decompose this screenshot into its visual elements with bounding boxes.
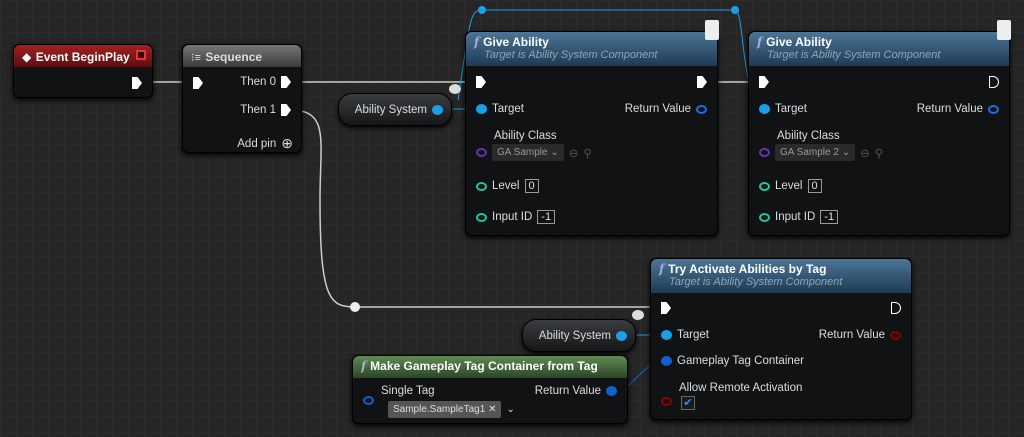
node-title: Give Ability (483, 35, 549, 49)
delegate-pin-icon[interactable] (136, 50, 146, 60)
use-selected-icon[interactable]: ⊖ (860, 147, 870, 160)
return-label: Return Value (916, 103, 983, 115)
server-icon (997, 20, 1011, 40)
allow-remote-label: Allow Remote Activation (679, 382, 803, 394)
node-title: Give Ability (766, 35, 832, 49)
node-title: Try Activate Abilities by Tag (668, 262, 827, 276)
add-pin-label: Add pin (237, 137, 277, 150)
sequence-icon: ⁝≡ (191, 52, 201, 64)
single-tag-label: Single Tag (381, 385, 435, 397)
ability-class-value: GA Sample 2 (780, 147, 839, 158)
exec-in-pin[interactable] (193, 77, 203, 89)
ability-system-variable[interactable]: Ability System (522, 319, 636, 352)
function-icon: f (361, 359, 367, 373)
event-diamond-icon: ◆ (22, 50, 32, 64)
ability-class-label: Ability Class (494, 130, 557, 142)
target-pin[interactable] (759, 104, 770, 114)
target-pin[interactable] (661, 330, 672, 340)
object-out-pin[interactable] (616, 330, 627, 341)
add-pin-button[interactable]: Add pin ⊕ (237, 135, 293, 152)
chevron-down-icon[interactable]: ⌄ (506, 404, 515, 415)
return-label: Return Value (818, 329, 885, 341)
target-label: Target (677, 329, 709, 341)
function-icon: f (474, 35, 480, 49)
ability-class-pin[interactable] (759, 148, 770, 157)
input-id-pin[interactable] (759, 212, 770, 222)
variable-label: Ability System (354, 103, 427, 116)
node-title: Sequence (205, 50, 263, 64)
sequence-node[interactable]: ⁝≡ Sequence Then 0 Then 1 Add pin ⊕ (182, 44, 302, 153)
exec-in-pin[interactable] (661, 302, 671, 314)
browse-search-icon[interactable]: ⚲ (874, 147, 884, 160)
node-subtitle: Target is Ability System Component (484, 49, 658, 61)
exec-out-pin[interactable] (891, 302, 901, 314)
level-label: Level (775, 180, 803, 192)
input-id-label: Input ID (775, 211, 816, 223)
ability-class-value: GA Sample (497, 147, 548, 158)
exec-in-pin[interactable] (476, 76, 486, 88)
clear-x-icon[interactable]: ✕ (488, 404, 497, 415)
level-pin[interactable] (759, 181, 770, 191)
input-id-pin[interactable] (476, 212, 487, 222)
ability-class-dropdown[interactable]: GA Sample 2 ⌄ (775, 144, 856, 161)
target-label: Target (492, 103, 524, 115)
browse-search-icon[interactable]: ⚲ (583, 147, 592, 160)
node-subtitle: Target is Ability System Component (669, 276, 843, 288)
exec-out-pin[interactable] (697, 76, 707, 88)
then0-pin[interactable] (281, 76, 291, 88)
target-label: Target (775, 103, 807, 115)
then0-label: Then 0 (240, 76, 276, 88)
exec-out-pin[interactable] (989, 76, 999, 88)
level-input[interactable]: 0 (807, 179, 822, 193)
ability-class-label: Ability Class (777, 130, 840, 142)
tag-container-label: Gameplay Tag Container (677, 355, 804, 367)
exec-out-pin[interactable] (132, 77, 142, 89)
ability-class-pin[interactable] (476, 148, 487, 157)
node-subtitle: Target is Ability System Component (767, 49, 941, 61)
tag-container-pin[interactable] (661, 356, 672, 366)
return-pin[interactable] (890, 330, 901, 340)
input-id-input[interactable]: -1 (537, 210, 556, 224)
server-icon (705, 20, 719, 40)
variable-label: Ability System (538, 329, 611, 342)
event-beginplay-node[interactable]: ◆ Event BeginPlay (13, 44, 153, 98)
return-label: Return Value (624, 103, 691, 115)
input-id-label: Input ID (492, 211, 533, 223)
input-id-input[interactable]: -1 (820, 210, 839, 224)
ability-system-variable[interactable]: Ability System (338, 93, 452, 126)
return-pin[interactable] (606, 386, 617, 396)
plus-circle-icon: ⊕ (281, 135, 293, 151)
level-label: Level (492, 180, 520, 192)
allow-remote-pin[interactable] (661, 396, 672, 406)
then1-label: Then 1 (240, 104, 276, 116)
node-title: Make Gameplay Tag Container from Tag (370, 359, 598, 373)
return-pin[interactable] (696, 104, 707, 114)
allow-remote-checkbox[interactable]: ✔ (681, 396, 695, 410)
return-label: Return Value (534, 385, 601, 397)
level-pin[interactable] (476, 181, 487, 191)
function-icon: f (757, 35, 763, 49)
use-selected-icon[interactable]: ⊖ (568, 147, 579, 160)
target-pin[interactable] (476, 104, 487, 114)
return-pin[interactable] (988, 104, 999, 114)
then1-pin[interactable] (281, 104, 291, 116)
node-title: Event BeginPlay (35, 50, 130, 64)
single-tag-value: Sample.SampleTag1 (393, 404, 486, 415)
function-icon: f (659, 262, 665, 276)
ability-class-dropdown[interactable]: GA Sample ⌄ (492, 144, 564, 161)
object-out-pin[interactable] (432, 104, 443, 115)
single-tag-pin[interactable] (363, 396, 374, 405)
single-tag-chip[interactable]: Sample.SampleTag1 ✕ (388, 401, 502, 418)
exec-in-pin[interactable] (759, 76, 769, 88)
level-input[interactable]: 0 (524, 179, 539, 193)
